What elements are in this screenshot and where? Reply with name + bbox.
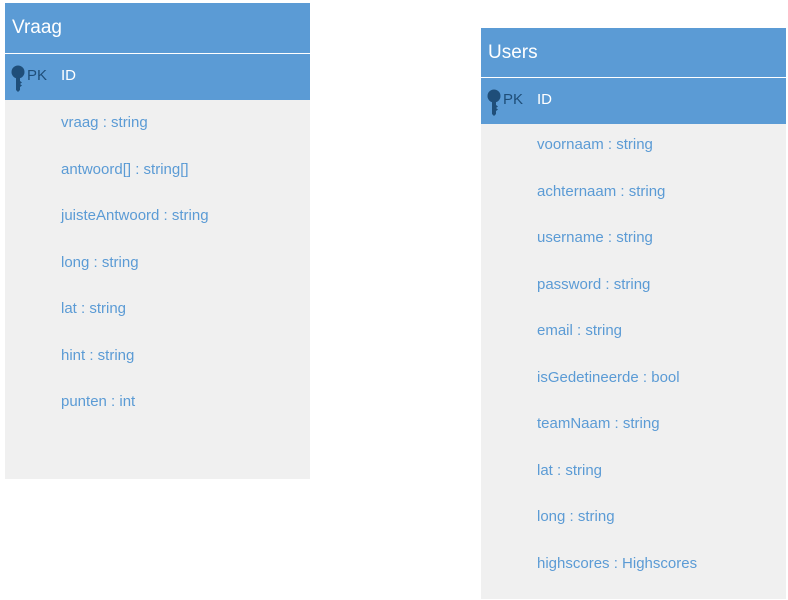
attribute-row[interactable]: antwoord[] : string[] — [61, 161, 189, 178]
entity-title: Vraag — [5, 3, 310, 54]
attribute-row[interactable]: teamNaam : string — [537, 415, 660, 432]
entity-vraag[interactable]: Vraag PK ID vraag : string antwoord[] : … — [5, 3, 310, 479]
attribute-row[interactable]: lat : string — [61, 300, 127, 317]
pk-field-name: ID — [537, 91, 552, 108]
pk-label: PK — [27, 67, 48, 84]
key-icon — [487, 89, 501, 116]
pk-label: PK — [503, 91, 524, 108]
attribute-row[interactable]: vraag : string — [61, 114, 148, 131]
attribute-row[interactable]: username : string — [537, 229, 653, 246]
entity-users[interactable]: Users PK ID voornaam : string achternaam… — [481, 28, 786, 599]
attribute-row[interactable]: isGedetineerde : bool — [537, 369, 680, 386]
attribute-row[interactable]: highscores : Highscores — [537, 555, 698, 572]
attribute-row[interactable]: lat : string — [537, 462, 603, 479]
pk-field-name: ID — [61, 67, 76, 84]
attribute-row[interactable]: hint : string — [61, 347, 135, 364]
attribute-row[interactable]: punten : int — [61, 393, 136, 410]
key-icon — [11, 65, 25, 92]
primary-key-row[interactable]: PK ID — [5, 54, 310, 100]
attribute-row[interactable]: long : string — [537, 508, 615, 525]
attribute-row[interactable]: email : string — [537, 322, 623, 339]
attribute-row[interactable]: voornaam : string — [537, 136, 653, 153]
attribute-row[interactable]: achternaam : string — [537, 183, 666, 200]
attribute-row[interactable]: juisteAntwoord : string — [61, 207, 209, 224]
attribute-row[interactable]: password : string — [537, 276, 651, 293]
primary-key-row[interactable]: PK ID — [481, 78, 786, 124]
entity-title: Users — [481, 28, 786, 78]
attribute-row[interactable]: long : string — [61, 254, 139, 271]
